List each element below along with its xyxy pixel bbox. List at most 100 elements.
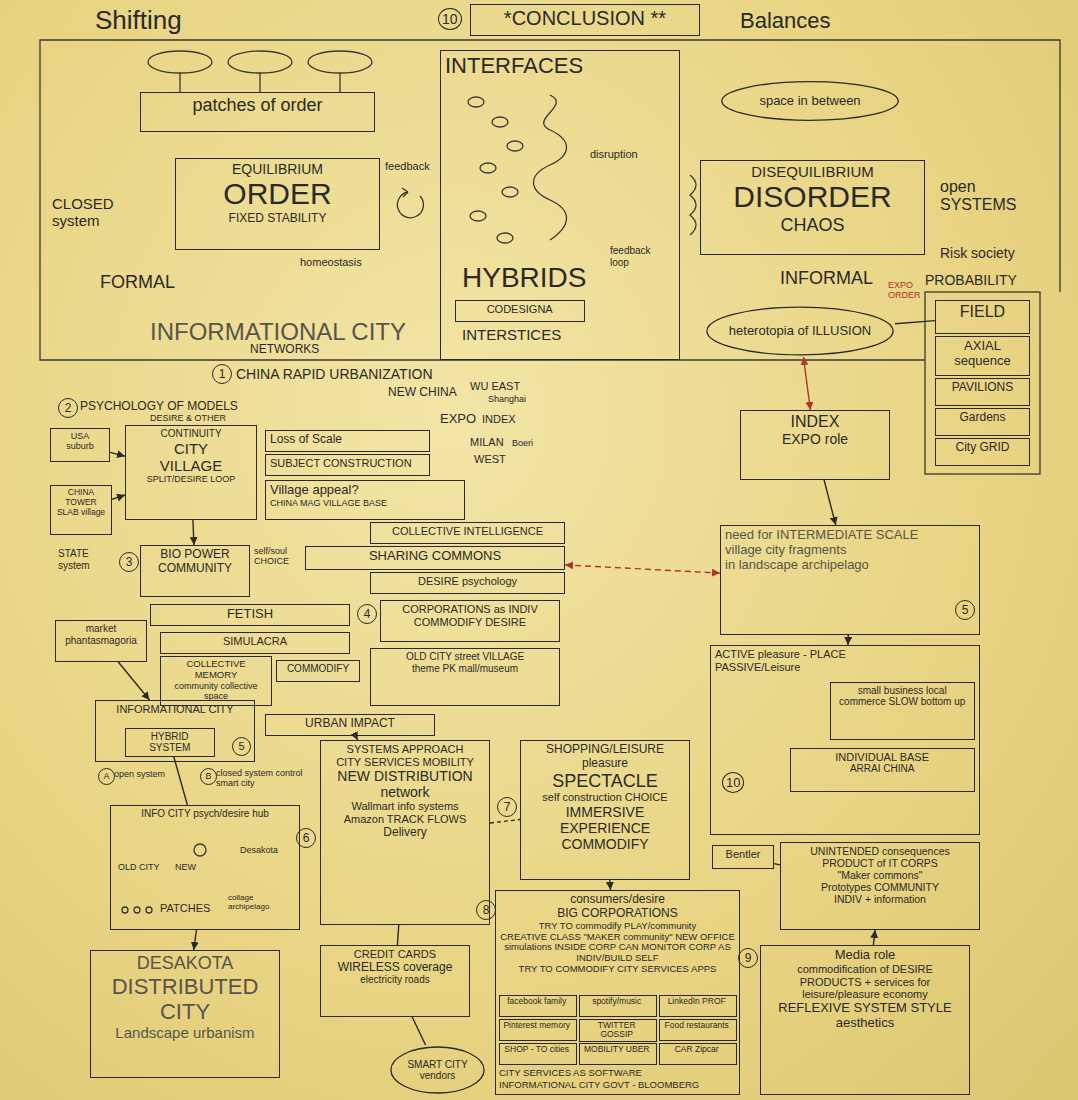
box-text: CREDIT CARDS [325, 948, 465, 961]
callout-number: A [98, 768, 115, 785]
callout-number: 3 [119, 552, 139, 572]
sketch-box: DESAKOTADISTRIBUTED CITYLandscape urbani… [90, 950, 280, 1078]
sketch-box: PAVILIONS [935, 378, 1030, 406]
box-text: heterotopia of ILLUSION [721, 324, 879, 339]
connector [609, 880, 611, 890]
sketch-box: Gardens [935, 408, 1030, 436]
sketch-box: CREDIT CARDSWIRELESS coverageelectricity… [320, 945, 470, 1017]
box-text: CONTINUITY [130, 428, 252, 440]
sketch-box: DISEQUILIBRIUMDISORDERCHAOS [700, 160, 925, 255]
box-text: TWITTER GOSSIP [582, 1021, 652, 1041]
sketch-label: collage archipelago [228, 893, 290, 911]
sketch-box: Food restaurants [659, 1019, 737, 1041]
callout-number: 10 [722, 772, 744, 793]
box-text: CITY [130, 440, 252, 457]
box-text: Delivery [325, 826, 485, 840]
sketch-box: EQUILIBRIUMORDERFIXED STABILITY [175, 158, 380, 250]
box-text: INFO CITY psych/desire hub [115, 808, 295, 820]
box-text: "Maker commons" [785, 869, 975, 881]
box-text: USA [55, 431, 105, 441]
sketch-label: Boeri [512, 438, 533, 448]
sketch-box: COLLECTIVE INTELLIGENCE [370, 522, 565, 544]
callout-number: B [200, 768, 217, 785]
box-text: COMMUNITY [145, 562, 245, 576]
sketch-label: MILAN [470, 436, 504, 449]
box-text: INDIVIDUAL BASE [795, 751, 970, 764]
box-text: COMMODIFY [525, 836, 685, 852]
sketch-label: CHINA RAPID URBANIZATION [236, 366, 433, 382]
box-text: CAR Zipcar [662, 1045, 732, 1055]
box-text: OLD CITY street VILLAGE [375, 651, 555, 663]
box-text: SHOP - TO cities [502, 1045, 572, 1055]
box-text: patches of order [145, 95, 370, 116]
sketch-label: CITY SERVICES AS SOFTWARE [499, 1068, 642, 1079]
box-text: Landscape urbanism [95, 1024, 275, 1041]
sketch-label: homeostasis [300, 256, 362, 269]
loop-arrow [402, 188, 408, 197]
sketch-label: NEW [175, 862, 196, 872]
sketch-box: URBAN IMPACT [265, 714, 435, 736]
box-text: Pinterest memory [502, 1021, 572, 1031]
box-text: INDIV + information [785, 893, 975, 905]
box-text: COMMODIFY [281, 663, 355, 675]
box-text: FIELD [940, 303, 1025, 321]
box-text: HYBRID SYSTEM [130, 731, 210, 754]
sketch-box: COMMODIFY [276, 660, 360, 682]
connector [194, 930, 197, 950]
box-text: Prototypes COMMUNITY [785, 881, 975, 893]
sketch-box: INTERFACESCODESIGNA [440, 50, 680, 360]
sketch-box: CHINA TOWER SLAB village [50, 485, 112, 535]
sketch-label: PROBABILITY [925, 272, 1017, 288]
box-text: WIRELESS coverage [325, 961, 465, 975]
box-text: IMMERSIVE EXPERIENCE [525, 804, 685, 836]
box-text: SPLIT/DESIRE LOOP [130, 474, 252, 484]
box-text: PAVILIONS [940, 381, 1025, 395]
cloud-outline [722, 82, 898, 121]
box-text: Amazon TRACK FLOWS [325, 813, 485, 826]
callout-number: 9 [738, 948, 758, 968]
box-text: PASSIVE/Leisure [715, 661, 975, 674]
interface-blob [468, 97, 484, 107]
patch-blob [228, 51, 292, 73]
sketch-lines [40, 40, 1060, 913]
sketch-label: INFORMAL [780, 268, 873, 289]
sketch-label: HYBRIDS [462, 262, 586, 294]
sketch-label: STATE system [58, 548, 114, 571]
box-text: EQUILIBRIUM [180, 161, 375, 177]
box-text: CITY SERVICES MOBILITY [325, 756, 485, 769]
interface-blob [507, 141, 523, 151]
sketch-box: BIO POWERCOMMUNITY [140, 545, 250, 597]
box-text: in landscape archipelago [725, 558, 949, 573]
sketch-box: *CONCLUSION ** [470, 4, 700, 36]
box-text: FETISH [155, 607, 345, 622]
box-text: PRODUCT of IT CORPS [785, 857, 975, 869]
sketch-label: closed system control smart city [216, 768, 316, 789]
callout-number: 5 [232, 737, 251, 756]
interface-blob [502, 187, 518, 197]
box-text: DISTRIBUTED CITY [95, 974, 275, 1025]
patch-dot [134, 907, 140, 913]
connector [112, 495, 125, 499]
connector [412, 1017, 425, 1045]
sketch-label: feedback loop [610, 245, 660, 268]
sketch-label: WEST [474, 453, 506, 466]
cloud-box: space in between [720, 80, 900, 122]
box-text: space in between [736, 94, 884, 109]
box-text: CHAOS [705, 215, 920, 236]
connector [803, 357, 810, 410]
sketch-box: Media rolecommodification of DESIREPRODU… [760, 945, 970, 1095]
box-text: EXPO role [745, 431, 885, 447]
sketch-label: INDEX [482, 413, 516, 426]
sketch-label: open system [114, 769, 165, 779]
box-text: spotify/music [582, 997, 652, 1007]
sketch-label: disruption [590, 148, 638, 161]
box-text: Wallmart info systems [325, 800, 485, 813]
callout-number: 8 [476, 900, 496, 920]
box-text: SUBJECT CONSTRUCTION [270, 457, 425, 470]
sketch-box: UNINTENDED consequencesPRODUCT of IT COR… [780, 842, 980, 930]
sketch-label: Risk society [940, 245, 1015, 261]
box-text: market phantasmagoria [60, 623, 142, 646]
box-text: MOBILITY UBER [582, 1045, 652, 1055]
